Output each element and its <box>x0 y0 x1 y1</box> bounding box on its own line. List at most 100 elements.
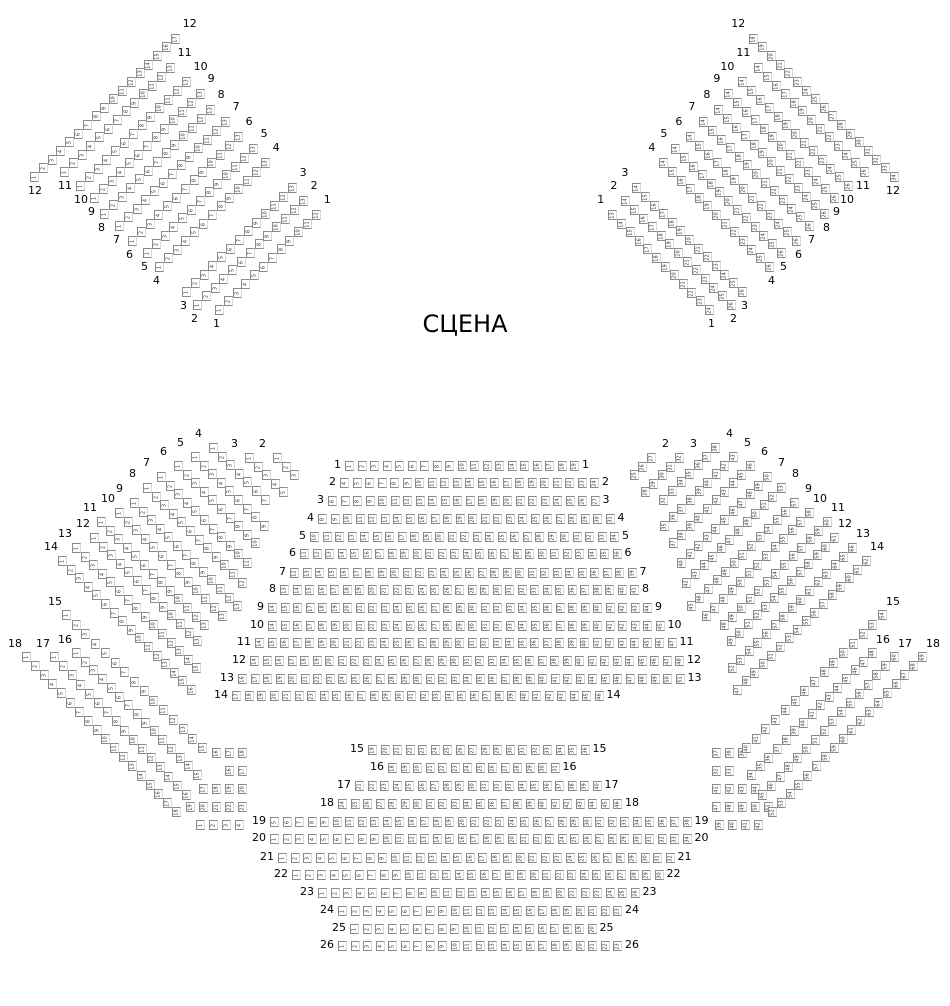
parterre-right-seat[interactable]: 32 <box>659 494 669 505</box>
balcony-right-seat[interactable]: 21 <box>775 59 785 70</box>
parterre-center-seat[interactable]: 11 <box>390 496 400 506</box>
parterre-right-tail-seat[interactable]: 38 <box>725 748 734 758</box>
balcony-left-seat[interactable]: 6 <box>259 261 268 272</box>
parterre-center-seat[interactable]: 35 <box>475 799 485 809</box>
parterre-center-seat[interactable]: 16 <box>385 532 394 542</box>
parterre-center-seat[interactable]: 11 <box>417 870 426 880</box>
parterre-left-seat[interactable]: 12 <box>146 753 156 764</box>
balcony-left-seat[interactable]: 5 <box>228 265 238 276</box>
balcony-right-seat[interactable]: 13 <box>608 209 618 220</box>
parterre-center-seat[interactable]: 31 <box>550 763 560 773</box>
balcony-right-seat[interactable]: 22 <box>687 287 697 298</box>
parterre-center-seat[interactable]: 40 <box>617 585 627 595</box>
balcony-right-seat[interactable]: 30 <box>854 137 864 148</box>
balcony-left-seat[interactable]: 7 <box>152 157 162 168</box>
parterre-left-seat[interactable]: 7 <box>102 707 112 718</box>
parterre-right-seat[interactable]: 59 <box>829 743 839 754</box>
parterre-left-seat[interactable]: 6 <box>252 486 261 496</box>
parterre-center-seat[interactable]: 46 <box>650 656 659 666</box>
balcony-right-seat[interactable]: 21 <box>694 243 703 254</box>
parterre-center-seat[interactable]: 7 <box>425 924 434 934</box>
parterre-center-seat[interactable]: 26 <box>400 656 409 666</box>
balcony-left-seat[interactable]: 9 <box>285 235 295 246</box>
parterre-center-seat[interactable]: 20 <box>325 656 334 666</box>
parterre-right-seat[interactable]: 56 <box>854 688 864 699</box>
balcony-right-seat[interactable]: 21 <box>683 256 692 267</box>
parterre-right-seat[interactable]: 32 <box>675 453 684 463</box>
parterre-center-seat[interactable]: 34 <box>682 834 692 844</box>
parterre-center-seat[interactable]: 28 <box>442 781 452 791</box>
parterre-center-seat[interactable]: 25 <box>592 870 601 880</box>
parterre-center-seat[interactable]: 30 <box>468 603 477 613</box>
balcony-right-seat[interactable]: 15 <box>763 71 773 82</box>
parterre-right-seat[interactable]: 58 <box>805 508 814 518</box>
parterre-center-seat[interactable]: 6 <box>332 834 342 844</box>
balcony-right-seat[interactable]: 23 <box>817 155 827 166</box>
balcony-right-seat[interactable]: 17 <box>658 209 668 220</box>
parterre-left-seat[interactable]: 8 <box>251 512 261 523</box>
parterre-center-seat[interactable]: 30 <box>538 763 547 773</box>
parterre-center-seat[interactable]: 9 <box>320 817 329 827</box>
balcony-left-seat[interactable]: 10 <box>109 94 119 105</box>
balcony-right-seat[interactable]: 16 <box>742 106 751 117</box>
parterre-right-seat[interactable]: 47 <box>710 602 720 613</box>
parterre-right-seat[interactable]: 60 <box>844 573 854 584</box>
parterre-right-seat[interactable]: 37 <box>677 503 687 514</box>
parterre-left-seat[interactable]: 2 <box>66 564 76 575</box>
parterre-center-seat[interactable]: 19 <box>570 461 579 471</box>
balcony-left-seat[interactable]: 11 <box>188 122 197 133</box>
parterre-center-seat[interactable]: 36 <box>612 549 622 559</box>
parterre-center-seat[interactable]: 13 <box>420 834 429 844</box>
parterre-center-seat[interactable]: 21 <box>342 638 352 648</box>
parterre-left-seat[interactable]: 8 <box>150 593 160 604</box>
parterre-center-seat[interactable]: 19 <box>422 532 432 542</box>
parterre-center-seat[interactable]: 30 <box>560 532 569 542</box>
parterre-center-seat[interactable]: 31 <box>645 834 654 844</box>
parterre-left-seat[interactable]: 5 <box>279 487 289 498</box>
balcony-left-seat[interactable]: 6 <box>134 149 143 160</box>
balcony-right-seat[interactable]: 26 <box>819 102 829 113</box>
parterre-center-seat[interactable]: 46 <box>613 799 622 809</box>
parterre-center-seat[interactable]: 47 <box>667 638 677 648</box>
parterre-center-seat[interactable]: 29 <box>628 853 637 863</box>
parterre-right-seat[interactable]: 40 <box>742 743 751 753</box>
balcony-left-seat[interactable]: 13 <box>195 89 205 100</box>
balcony-left-seat[interactable]: 12 <box>311 209 321 220</box>
parterre-center-seat[interactable]: 31 <box>527 568 537 578</box>
parterre-center-seat[interactable]: 7 <box>353 853 362 863</box>
parterre-center-seat[interactable]: 30 <box>640 853 650 863</box>
parterre-center-seat[interactable]: 43 <box>575 799 585 809</box>
parterre-right-seat[interactable]: 52 <box>768 807 777 817</box>
parterre-right-seat[interactable]: 37 <box>668 538 678 549</box>
balcony-left-seat[interactable]: 9 <box>146 111 156 122</box>
parterre-center-seat[interactable]: 29 <box>620 834 629 844</box>
balcony-right-seat[interactable]: 17 <box>685 184 695 195</box>
parterre-left-tail-seat[interactable]: 17 <box>199 784 208 794</box>
parterre-center-seat[interactable]: 40 <box>538 674 547 684</box>
parterre-center-seat[interactable]: 19 <box>400 763 410 773</box>
parterre-center-seat[interactable]: 24 <box>393 603 402 613</box>
parterre-center-seat[interactable]: 30 <box>537 549 547 559</box>
parterre-center-seat[interactable]: 15 <box>525 924 534 934</box>
parterre-left-seat[interactable]: 12 <box>119 752 129 763</box>
parterre-center-seat[interactable]: 35 <box>512 656 522 666</box>
parterre-right-seat[interactable]: 48 <box>784 762 794 773</box>
parterre-right-seat[interactable]: 66 <box>848 543 857 553</box>
parterre-right-seat[interactable]: 61 <box>853 564 863 575</box>
parterre-right-seat[interactable]: 41 <box>685 549 695 560</box>
parterre-right-seat[interactable]: 57 <box>795 567 805 578</box>
parterre-center-seat[interactable]: 12 <box>403 496 412 506</box>
parterre-center-seat[interactable]: 15 <box>280 603 290 613</box>
parterre-center-seat[interactable]: 24 <box>462 549 472 559</box>
parterre-center-seat[interactable]: 30 <box>593 514 602 524</box>
parterre-center-seat[interactable]: 29 <box>480 585 489 595</box>
balcony-left-seat[interactable]: 7 <box>167 169 177 180</box>
parterre-center-seat[interactable]: 26 <box>442 585 452 595</box>
parterre-right-seat[interactable]: 57 <box>790 498 799 508</box>
parterre-center-seat[interactable]: 12 <box>312 549 322 559</box>
parterre-center-seat[interactable]: 14 <box>360 532 369 542</box>
parterre-center-seat[interactable]: 9 <box>438 941 447 951</box>
parterre-center-seat[interactable]: 30 <box>515 568 524 578</box>
parterre-center-seat[interactable]: 25 <box>520 817 529 827</box>
parterre-center-seat[interactable]: 34 <box>500 656 509 666</box>
